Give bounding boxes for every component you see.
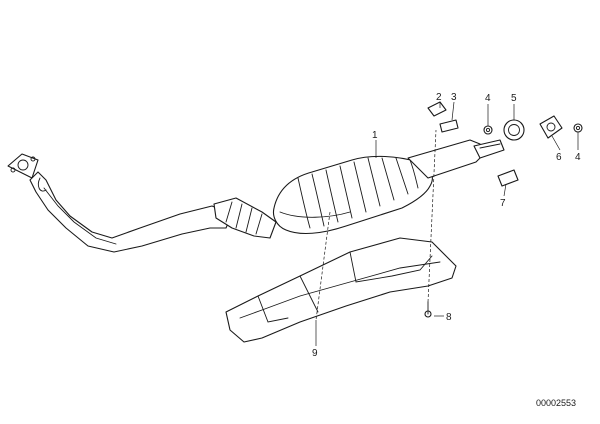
catalytic-converter [272,155,433,235]
callout-9: 9 [312,348,318,359]
callout-3: 3 [451,92,457,103]
callout-7: 7 [500,198,506,209]
callout-1: 1 [372,130,378,141]
callout-8: 8 [446,312,452,323]
leader-lines [315,101,579,346]
callout-4-right: 4 [575,152,581,163]
flex-joint [213,197,277,239]
document-number: 00002553 [536,398,576,408]
callout-2: 2 [436,92,442,103]
callout-labels: 1 2 3 4 5 6 4 7 8 9 [312,92,581,359]
front-pipe [7,153,233,253]
hardware [424,101,583,318]
callout-6: 6 [556,152,562,163]
callout-4-upper: 4 [485,93,491,104]
rear-pipe [407,139,505,179]
callout-5: 5 [511,93,517,104]
heat-shield [225,237,457,343]
